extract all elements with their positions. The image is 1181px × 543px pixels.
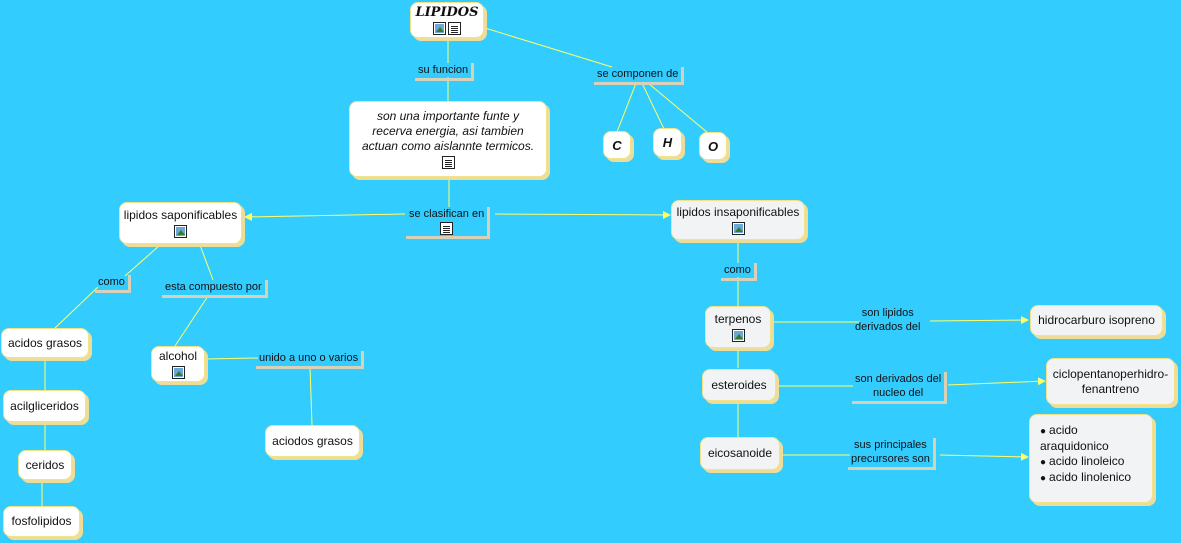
image-icon[interactable] <box>433 22 446 35</box>
node-esteroides-label: esteroides <box>711 377 767 392</box>
node-ceridos[interactable]: ceridos <box>18 450 72 480</box>
node-fosfolipidos-label: fosfolipidos <box>11 514 72 528</box>
link-se-componen-de: se componen de <box>594 67 685 85</box>
node-lipidos[interactable]: LIPIDOS <box>410 2 484 38</box>
image-icon[interactable] <box>171 366 185 379</box>
node-esteroides[interactable]: esteroides <box>702 369 776 401</box>
list-item: acido linoleico <box>1040 454 1124 470</box>
node-terpenos[interactable]: terpenos <box>705 306 771 348</box>
link-son-derivados-line1: son derivados del <box>855 373 942 385</box>
link-como-right: como <box>721 263 757 281</box>
node-c-label: C <box>612 137 622 153</box>
link-sus-principales-line2: precursores son <box>851 453 930 465</box>
node-funcion-label: son una importante funte y recerva energ… <box>361 109 535 153</box>
node-ciclopentano-line1: ciclopentanoperhidro- <box>1052 366 1169 381</box>
node-lipidos-saponificables[interactable]: lipidos saponificables <box>119 202 242 244</box>
list-item: acido araquidonico <box>1040 423 1142 454</box>
node-lipidos-label: LIPIDOS <box>415 5 479 20</box>
link-se-clasifican-en: se clasifican en <box>406 207 491 239</box>
document-icon[interactable] <box>441 156 455 169</box>
link-sus-principales-precursores: sus principales precursores son <box>848 438 936 470</box>
image-icon[interactable] <box>174 225 187 238</box>
node-h[interactable]: H <box>653 128 682 157</box>
link-unido-a-uno-o-varios: unido a uno o varios <box>256 351 365 369</box>
link-son-derivados-line2: nucleo del <box>873 387 924 399</box>
node-ceridos-label: ceridos <box>25 457 65 472</box>
node-funcion[interactable]: son una importante funte y recerva energ… <box>349 101 547 177</box>
link-son-lipidos-derivados: son lipidos derivados del <box>855 306 920 334</box>
node-aciodos-grasos-label: aciodos grasos <box>272 433 353 448</box>
node-hidrocarburo-isopreno[interactable]: hidrocarburo isopreno <box>1030 305 1163 336</box>
node-fosfolipidos[interactable]: fosfolipidos <box>3 506 80 537</box>
node-hidrocarburo-label: hidrocarburo isopreno <box>1038 313 1155 327</box>
node-acidos-grasos-label: acidos grasos <box>7 335 83 350</box>
document-icon[interactable] <box>440 222 454 235</box>
node-c[interactable]: C <box>603 131 631 159</box>
document-icon[interactable] <box>448 22 461 35</box>
link-son-derivados-del-nucleo: son derivados del nucleo del <box>852 372 948 404</box>
node-h-label: H <box>662 135 673 150</box>
node-alcohol[interactable]: alcohol <box>151 346 205 382</box>
link-sus-principales-line1: sus principales <box>854 439 927 451</box>
link-su-funcion: su funcion <box>415 63 475 81</box>
node-acidos-precursores[interactable]: acido araquidonico acido linoleico acido… <box>1029 414 1153 503</box>
node-insaponificables-label: lipidos insaponificables <box>676 205 800 219</box>
node-saponificables-label: lipidos saponificables <box>123 208 238 222</box>
node-aciodos-grasos[interactable]: aciodos grasos <box>265 425 360 457</box>
node-acilgliceridos-label: acilgliceridos <box>10 398 79 413</box>
node-ciclopentanoperhidrofenantreno[interactable]: ciclopentanoperhidro- fenantreno <box>1046 358 1175 405</box>
node-o[interactable]: O <box>699 132 727 160</box>
node-alcohol-label: alcohol <box>158 349 198 363</box>
image-icon[interactable] <box>731 222 745 235</box>
link-son-lipidos-line2: derivados del <box>855 321 921 333</box>
link-se-clasifican-en-label: se clasifican en <box>409 208 485 220</box>
node-acidos-grasos[interactable]: acidos grasos <box>1 328 89 358</box>
node-eicosanoide-label: eicosanoide <box>707 446 773 460</box>
node-o-label: O <box>707 138 719 154</box>
node-lipidos-insaponificables[interactable]: lipidos insaponificables <box>671 200 805 240</box>
link-como-left: como <box>95 275 131 293</box>
image-icon[interactable] <box>731 329 745 342</box>
node-eicosanoide[interactable]: eicosanoide <box>700 437 780 470</box>
node-terpenos-label: terpenos <box>714 312 762 326</box>
list-item: acido linolenico <box>1040 470 1131 486</box>
node-ciclopentano-line2: fenantreno <box>1081 381 1140 396</box>
node-acilgliceridos[interactable]: acilgliceridos <box>3 390 86 422</box>
link-son-lipidos-line1: son lipidos <box>861 307 914 319</box>
link-esta-compuesto-por: esta compuesto por <box>162 280 268 298</box>
